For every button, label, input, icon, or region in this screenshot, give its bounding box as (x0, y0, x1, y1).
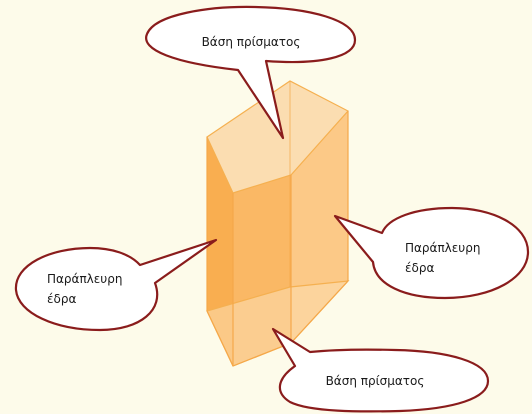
callout-bubble (145, 5, 357, 140)
callout-top-base: Βάση πρίσματος (145, 5, 357, 140)
prism-top-base (206, 80, 349, 194)
callout-text-bottom-base: Βάση πρίσματος (326, 374, 425, 388)
pentagonal-prism (206, 80, 350, 367)
callout-text-right-face: Παράπλευρη έδρα (405, 241, 484, 275)
callout-bottom-base: Βάση πρίσματος (271, 327, 490, 413)
callout-text-left-face: Παράπλευρη έδρα (47, 272, 126, 306)
callout-left-face: Παράπλευρη έδρα (14, 238, 218, 332)
callout-right-face: Παράπλευρη έδρα (333, 206, 530, 300)
callout-bubble (271, 327, 490, 413)
callout-bubble (14, 238, 218, 332)
prism-edges (206, 81, 349, 367)
callout-text-top-base: Βάση πρίσματος (202, 35, 301, 49)
callout-bubble (333, 206, 530, 300)
